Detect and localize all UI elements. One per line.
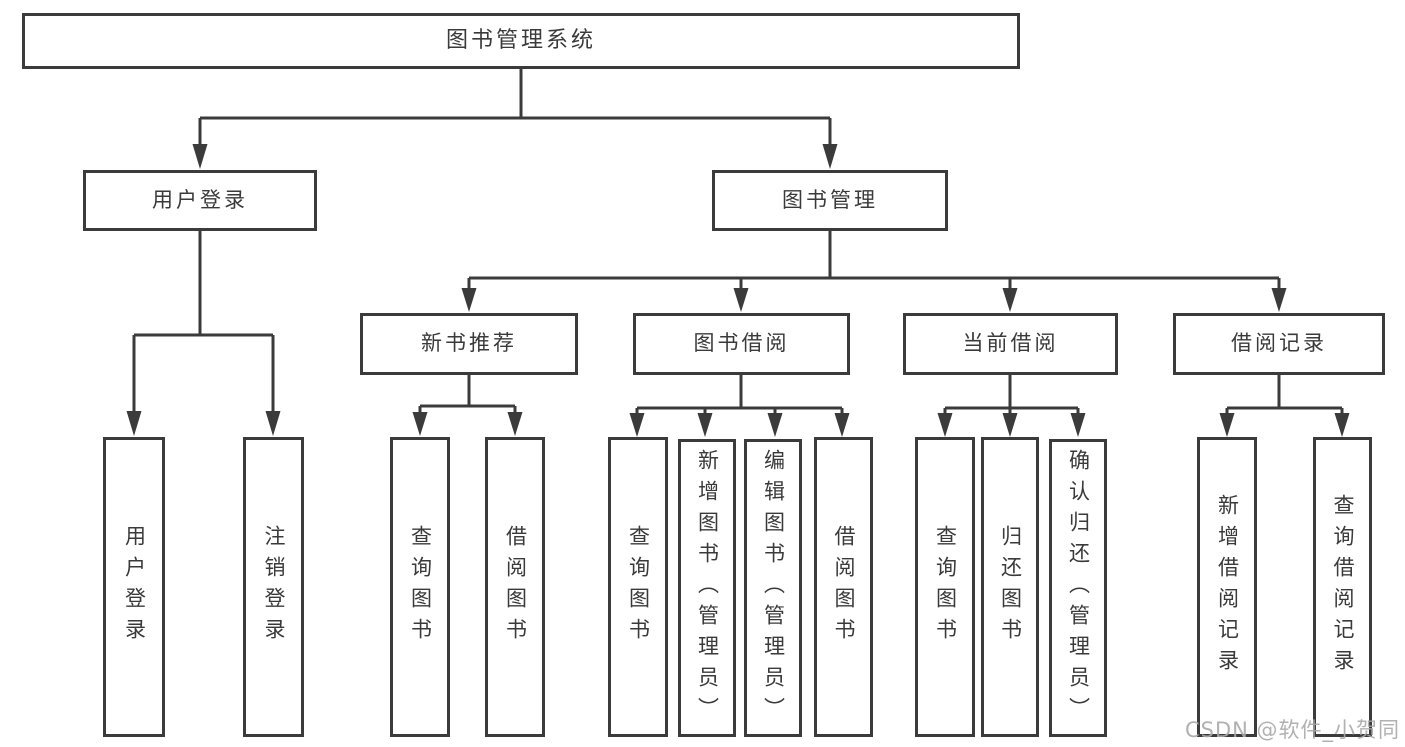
leaf-borrow-query-label: 查询图书 — [626, 525, 651, 649]
node-current-borrow-label: 当前借阅 — [962, 331, 1059, 356]
leaf-records-add-label: 新增借阅记录 — [1215, 494, 1240, 680]
leaf-borrow-edit-admin: 编辑图书（管理员） — [744, 439, 802, 737]
connector-user-login-children — [126, 231, 281, 436]
csdn-watermark: CSDN @软件_小贺同学 — [1185, 718, 1401, 742]
node-book-mgmt-label: 图书管理 — [782, 187, 878, 212]
leaf-newbooks-query-label: 查询图书 — [408, 525, 433, 649]
leaf-records-query-label: 查询借阅记录 — [1331, 494, 1355, 680]
leaf-current-query-label: 查询图书 — [933, 525, 958, 649]
connector-book-borrow-children — [629, 375, 850, 437]
leaf-current-confirm-admin: 确认归还（管理员） — [1049, 439, 1107, 737]
connector-book-mgmt-to-level3 — [461, 231, 1287, 312]
node-root: 图书管理系统 — [22, 13, 1020, 69]
leaf-records-query: 查询借阅记录 — [1313, 437, 1372, 737]
leaf-user-login: 用户登录 — [103, 437, 165, 737]
connector-borrow-records-children — [1219, 375, 1350, 437]
leaf-current-confirm-admin-label: 确认归还（管理员） — [1066, 448, 1091, 728]
node-borrow-records: 借阅记录 — [1173, 313, 1385, 375]
leaf-records-add: 新增借阅记录 — [1197, 437, 1257, 737]
leaf-logout: 注销登录 — [243, 437, 304, 737]
leaf-newbooks-query: 查询图书 — [390, 437, 450, 737]
leaf-logout-label: 注销登录 — [262, 525, 286, 649]
node-root-label: 图书管理系统 — [445, 27, 596, 53]
leaf-borrow-edit-admin-label: 编辑图书（管理员） — [761, 448, 786, 728]
leaf-current-return: 归还图书 — [981, 437, 1039, 737]
connector-root-to-level2 — [192, 69, 838, 169]
leaf-borrow-add-admin-label: 新增图书（管理员） — [695, 448, 720, 728]
leaf-newbooks-borrow: 借阅图书 — [485, 437, 545, 737]
node-current-borrow: 当前借阅 — [903, 313, 1118, 375]
leaf-borrow-query: 查询图书 — [608, 437, 668, 737]
leaf-borrow-borrow: 借阅图书 — [814, 437, 873, 737]
connector-current-borrow-children — [937, 375, 1086, 437]
leaf-user-login-label: 用户登录 — [122, 525, 147, 649]
node-user-login-label: 用户登录 — [152, 187, 248, 212]
node-new-books: 新书推荐 — [360, 313, 578, 375]
leaf-borrow-borrow-label: 借阅图书 — [832, 525, 856, 649]
node-borrow-records-label: 借阅记录 — [1231, 331, 1327, 356]
connector-new-books-children — [412, 375, 523, 436]
node-book-mgmt: 图书管理 — [712, 170, 948, 231]
node-user-login: 用户登录 — [83, 170, 317, 231]
node-new-books-label: 新书推荐 — [421, 331, 517, 356]
node-book-borrow-label: 图书借阅 — [693, 331, 790, 356]
leaf-borrow-add-admin: 新增图书（管理员） — [678, 439, 736, 737]
leaf-current-return-label: 归还图书 — [998, 525, 1023, 649]
leaf-current-query: 查询图书 — [915, 437, 975, 737]
leaf-newbooks-borrow-label: 借阅图书 — [503, 525, 528, 649]
node-book-borrow: 图书借阅 — [633, 313, 850, 375]
